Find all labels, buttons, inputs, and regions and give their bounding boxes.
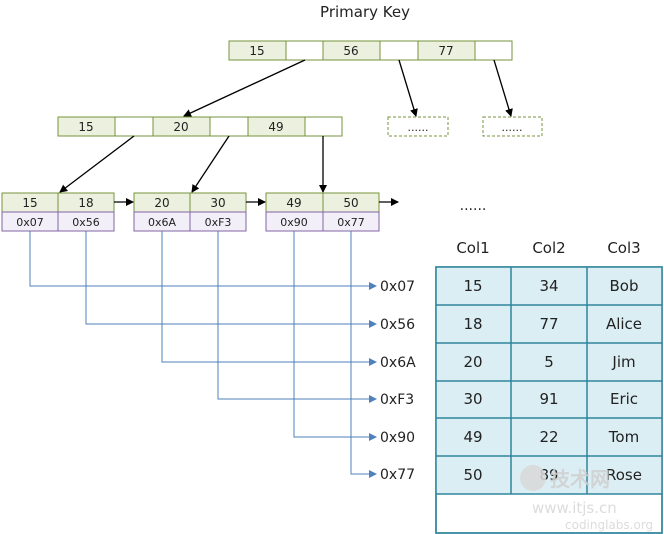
leaf-node-1: 15 18 0x07 0x56 [1, 192, 115, 232]
table-cell: 18 [463, 315, 482, 333]
table-cell: 91 [539, 390, 558, 408]
table-grid [436, 267, 662, 495]
collapsed-node-1 [387, 116, 449, 137]
table-header-col2: Col2 [532, 239, 565, 257]
row-pointer-label-1: 0x07 [380, 279, 415, 295]
level2-to-leaf-arrow-2 [191, 135, 230, 193]
leaf3-key-2: 50 [343, 196, 358, 210]
table-cell: 15 [463, 277, 482, 295]
root-node: 15 56 77 [228, 40, 513, 61]
leaf2-addr-1: 0x6A [148, 216, 177, 229]
pointer-line-0x56 [85, 231, 377, 328]
table-header-col3: Col3 [607, 239, 640, 257]
level2-pointer-cell-2 [209, 116, 249, 137]
row-pointer-label-5: 0x90 [380, 430, 415, 446]
collapsed-node-2-label: ...... [502, 121, 523, 134]
leaf-node-3: 49 50 0x90 0x77 [265, 192, 380, 232]
table-cell: 30 [463, 390, 482, 408]
root-pointer-cell-2 [379, 40, 419, 61]
pointer-line-0x77 [350, 231, 377, 478]
level2-key-2: 20 [173, 120, 188, 134]
leaf2-key-2: 30 [210, 196, 225, 210]
row-pointer-label-4: 0xF3 [380, 392, 414, 408]
row-pointer-label-6: 0x77 [380, 467, 415, 483]
table-cell: Tom [608, 428, 639, 446]
table-cell: 50 [463, 466, 482, 484]
leaf-node-2: 20 30 0x6A 0xF3 [133, 192, 247, 232]
pointer-line-0x90 [293, 231, 377, 441]
root-pointer-cell-3 [474, 40, 513, 61]
level2-key-3: 49 [268, 120, 283, 134]
watermark-brand: 技术网 [550, 467, 610, 491]
table-cell: 5 [544, 353, 554, 371]
root-key-3: 77 [438, 44, 453, 58]
more-leaves-ellipsis: ...... [460, 198, 487, 214]
table-cell: 49 [463, 428, 482, 446]
row-pointer-label-3: 0x6A [380, 355, 416, 371]
table-cell: Eric [610, 390, 638, 408]
table-cell: 34 [539, 277, 558, 295]
table-cell: Alice [606, 315, 642, 333]
data-table: 15 34 Bob 18 77 Alice 20 5 Jim 30 91 Eri… [435, 266, 663, 534]
table-cell: 22 [539, 428, 558, 446]
leaf1-addr-1: 0x07 [16, 216, 44, 229]
watermark: 技术网 www.itjs.cn codinglabs.org [520, 465, 653, 532]
root-to-level2-arrow [183, 59, 306, 117]
leaf1-key-1: 15 [22, 196, 37, 210]
diagram-title: Primary Key [320, 3, 410, 21]
leaf2-addr-2: 0xF3 [205, 216, 232, 229]
leaf1-addr-2: 0x56 [72, 216, 100, 229]
watermark-site: www.itjs.cn [532, 499, 617, 517]
collapsed-node-2 [482, 116, 543, 137]
table-cell: 20 [463, 353, 482, 371]
leaf3-key-1: 49 [286, 196, 301, 210]
collapsed-node-1-label: ...... [408, 121, 429, 134]
row-pointer-lines [29, 231, 377, 478]
pointer-line-0x6A [161, 231, 377, 366]
leaf2-key-1: 20 [154, 196, 169, 210]
pointer-line-0xF3 [217, 231, 377, 403]
leaf3-addr-2: 0x77 [337, 216, 365, 229]
row-pointer-label-2: 0x56 [380, 317, 415, 333]
leaf1-key-2: 18 [78, 196, 93, 210]
root-key-2: 56 [343, 44, 358, 58]
leaf3-addr-1: 0x90 [280, 216, 308, 229]
level2-to-leaf-arrow-1 [59, 135, 135, 193]
table-cell: Rose [606, 466, 642, 484]
table-header-col1: Col1 [456, 239, 489, 257]
table-cell: Bob [610, 277, 639, 295]
root-key-1: 15 [249, 44, 264, 58]
table-cell: 77 [539, 315, 558, 333]
level2-node: 15 20 49 [57, 116, 343, 137]
root-to-collapsed-arrow-2 [493, 59, 513, 117]
root-pointer-cell-1 [285, 40, 324, 61]
level2-pointer-cell-3 [304, 116, 343, 137]
root-to-collapsed-arrow-1 [398, 59, 418, 117]
watermark-logo-icon [520, 465, 546, 491]
level2-pointer-cell-1 [114, 116, 154, 137]
pointer-line-0x07 [29, 231, 377, 290]
watermark-sub: codinglabs.org [565, 518, 653, 532]
table-cell: Jim [611, 353, 635, 371]
level2-key-1: 15 [78, 120, 93, 134]
